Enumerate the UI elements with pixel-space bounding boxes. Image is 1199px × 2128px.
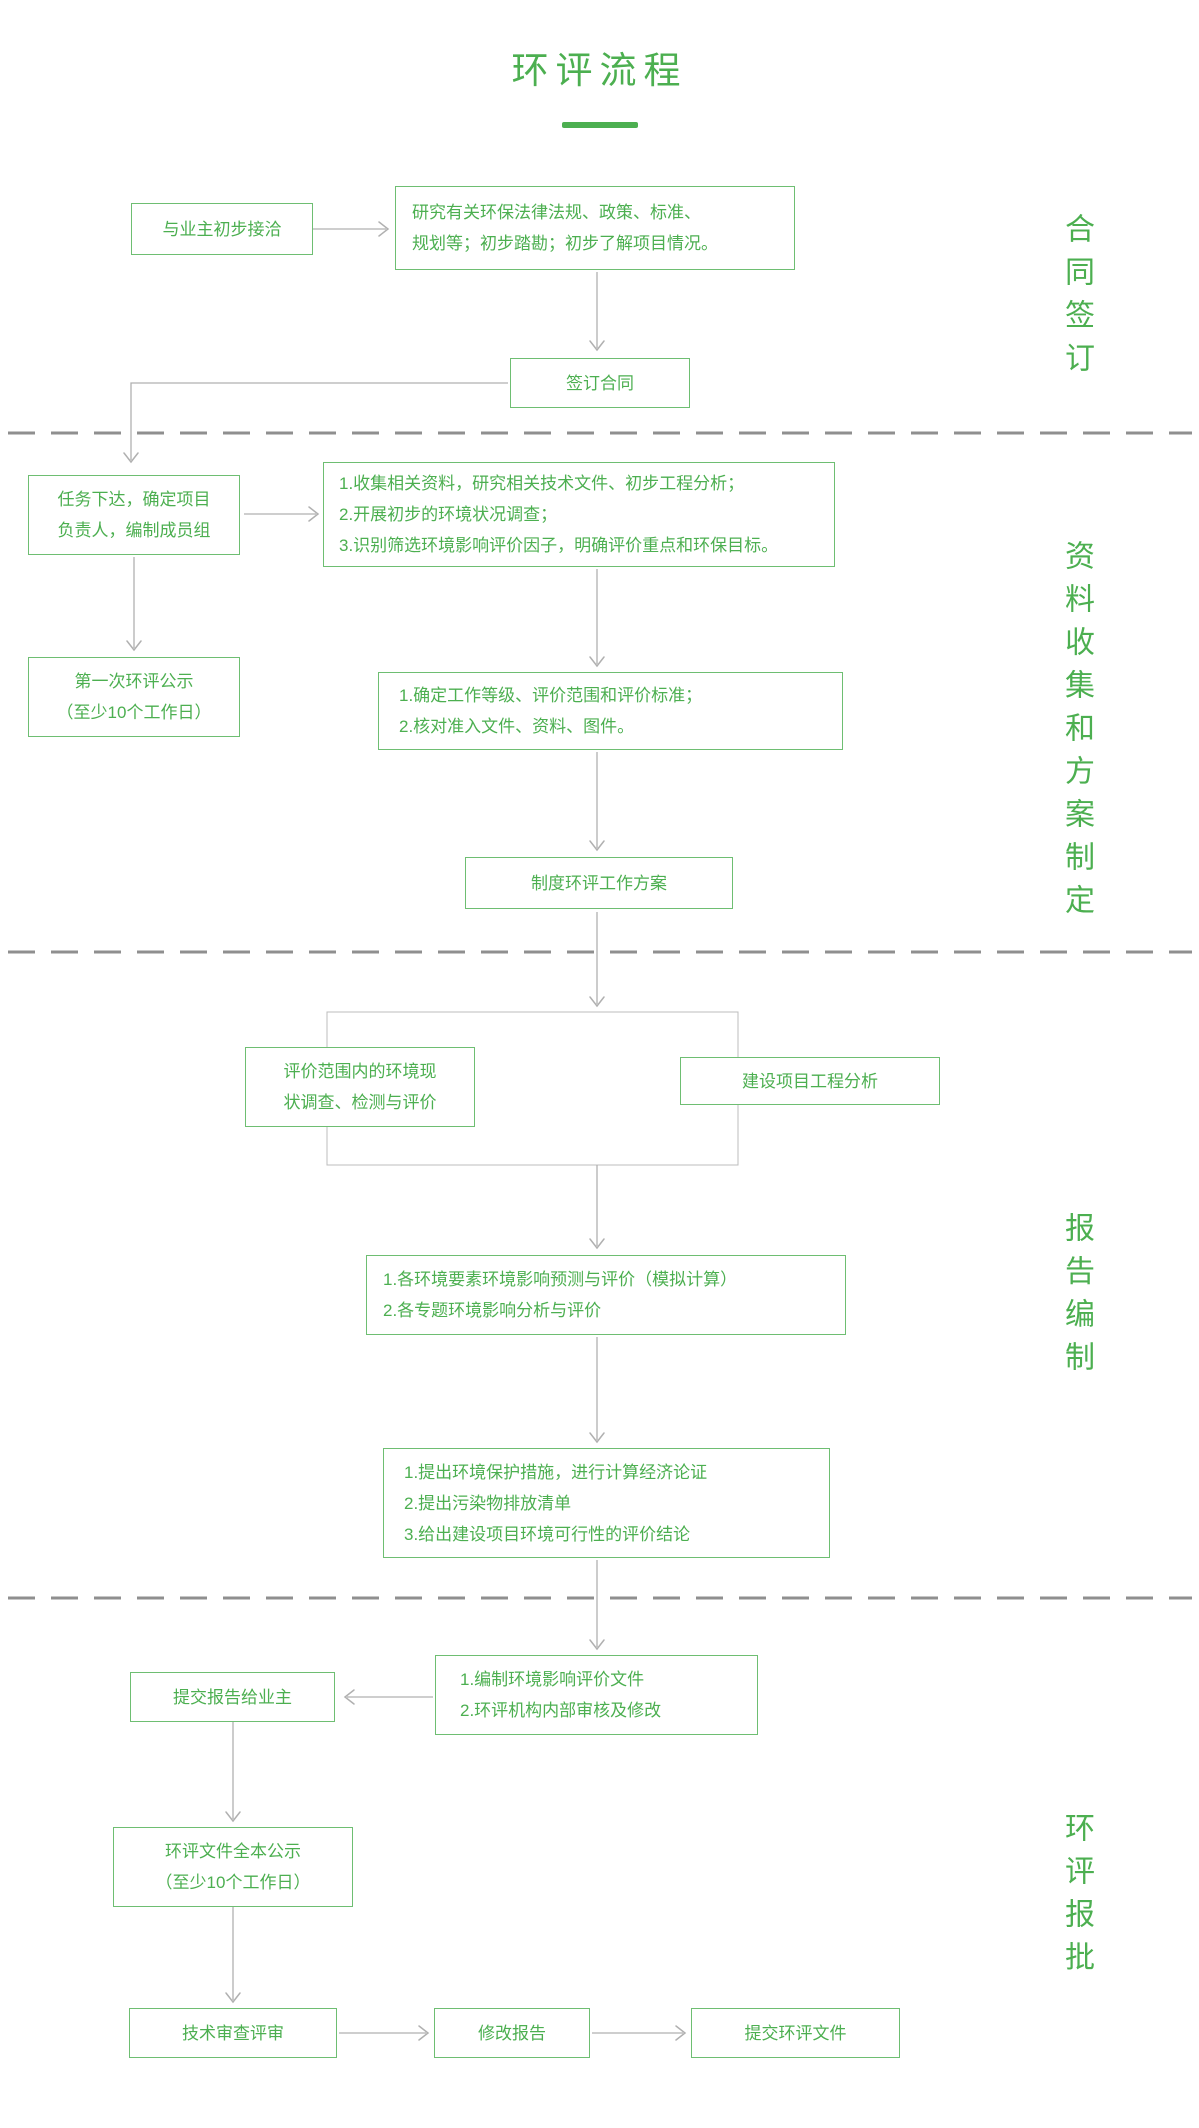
box-compile-documents: 1.编制环境影响评价文件 2.环评机构内部审核及修改	[435, 1655, 758, 1735]
page-title: 环评流程	[511, 50, 688, 91]
stage-label-report-compiling: 报告编制	[1060, 1212, 1093, 1384]
box-line: 1.编制环境影响评价文件	[460, 1670, 645, 1689]
box-line: 负责人，编制成员组	[57, 521, 211, 540]
box-status-survey: 评价范围内的环境现 状调查、检测与评价	[245, 1047, 475, 1127]
box-impact-prediction: 1.各环境要素环境影响预测与评价（模拟计算） 2.各专题环境影响分析与评价	[366, 1255, 846, 1335]
box-line: 技术审查评审	[182, 2023, 284, 2043]
stage-label-eia-approval: 环评报批	[1060, 1812, 1093, 1984]
box-line: 环评文件全本公示	[165, 1842, 301, 1861]
box-line: 规划等；初步踏勘；初步了解项目情况。	[412, 234, 718, 253]
box-line: 2.提出污染物排放清单	[404, 1493, 572, 1513]
box-line: 3.识别筛选环境影响评价因子，明确评价重点和环保目标。	[339, 536, 779, 555]
box-line: 修改报告	[478, 2023, 546, 2043]
box-determine-work-level: 1.确定工作等级、评价范围和评价标准； 2.核对准入文件、资料、图件。	[378, 672, 843, 750]
box-line: 1.确定工作等级、评价范围和评价标准；	[399, 686, 703, 705]
arrowheads	[123, 221, 687, 2041]
box-line: 第一次环评公示	[74, 672, 194, 691]
box-protection-measures: 1.提出环境保护措施，进行计算经济论证 2.提出污染物排放清单 3.给出建设项目…	[383, 1448, 830, 1558]
box-line: 状调查、检测与评价	[283, 1093, 437, 1112]
box-line: 2.开展初步的环境状况调查；	[339, 505, 558, 524]
box-collect-information: 1.收集相关资料，研究相关技术文件、初步工程分析； 2.开展初步的环境状况调查；…	[323, 462, 835, 567]
box-technical-review: 技术审查评审	[129, 2008, 337, 2058]
box-line: 提交报告给业主	[173, 1687, 292, 1707]
box-submit-eia-document: 提交环评文件	[691, 2008, 900, 2058]
box-research-regulations: 研究有关环保法律法规、政策、标准、 规划等；初步踏勘；初步了解项目情况。	[395, 186, 795, 270]
box-sign-contract: 签订合同	[510, 358, 690, 408]
box-line: 2.各专题环境影响分析与评价	[383, 1301, 602, 1320]
box-project-analysis: 建设项目工程分析	[680, 1057, 940, 1105]
connector-lines	[130, 228, 683, 2034]
stage-label-contract-signing: 合同签订	[1060, 213, 1093, 385]
box-line: 1.收集相关资料，研究相关技术文件、初步工程分析；	[339, 474, 745, 493]
box-line: （至少10个工作日）	[56, 703, 212, 722]
box-revise-report: 修改报告	[434, 2008, 590, 2058]
box-line: 2.核对准入文件、资料、图件。	[399, 717, 635, 736]
box-line: 任务下达，确定项目	[57, 490, 211, 509]
box-full-publicity: 环评文件全本公示 （至少10个工作日）	[113, 1827, 353, 1907]
box-line: 1.提出环境保护措施，进行计算经济论证	[404, 1462, 708, 1482]
box-work-plan: 制度环评工作方案	[465, 857, 733, 909]
box-task-assignment: 任务下达，确定项目 负责人，编制成员组	[28, 475, 240, 555]
box-line: 与业主初步接洽	[162, 219, 282, 239]
box-first-publicity: 第一次环评公示 （至少10个工作日）	[28, 657, 240, 737]
dashed-separators	[8, 431, 1192, 1600]
box-line: 2.环评机构内部审核及修改	[460, 1701, 662, 1720]
box-initial-contact: 与业主初步接洽	[131, 203, 313, 255]
title-underline	[562, 122, 638, 128]
box-line: 制度环评工作方案	[531, 873, 667, 893]
box-line: 建设项目工程分析	[742, 1071, 878, 1091]
stage-label-data-collection: 资料收集和方案制定	[1060, 540, 1093, 927]
box-line: 1.各环境要素环境影响预测与评价（模拟计算）	[383, 1270, 738, 1289]
box-submit-to-owner: 提交报告给业主	[130, 1672, 335, 1722]
box-line: （至少10个工作日）	[155, 1873, 311, 1892]
box-line: 提交环评文件	[744, 2023, 847, 2043]
box-line: 评价范围内的环境现	[283, 1062, 437, 1081]
box-line: 研究有关环保法律法规、政策、标准、	[412, 203, 701, 222]
box-line: 签订合同	[566, 373, 634, 393]
box-line: 3.给出建设项目环境可行性的评价结论	[404, 1524, 691, 1544]
